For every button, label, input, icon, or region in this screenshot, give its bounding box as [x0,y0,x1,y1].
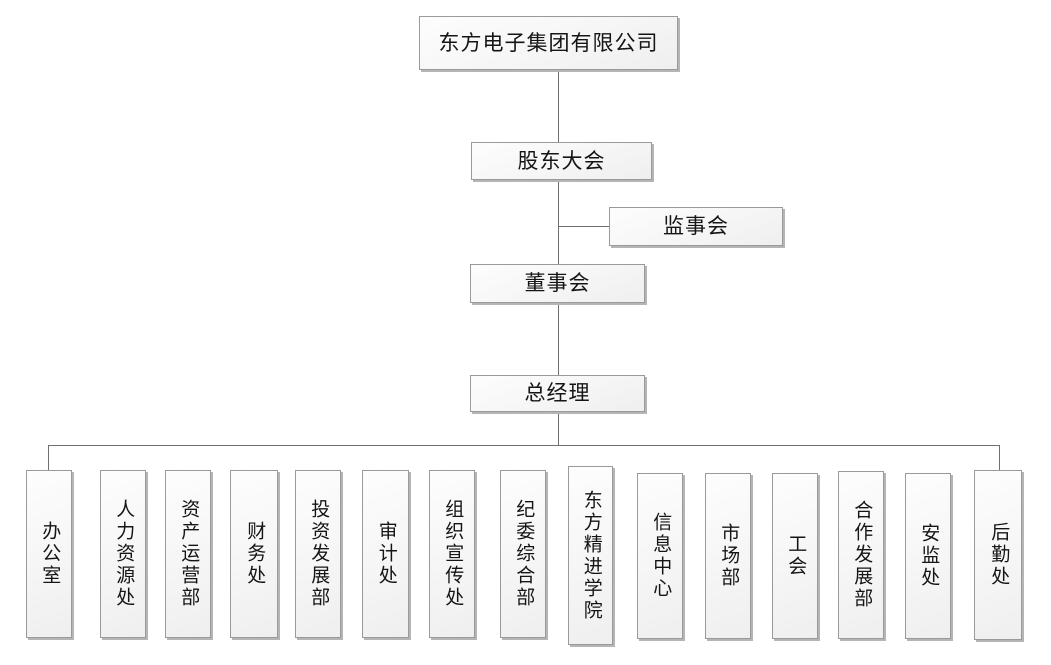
node-department-info-center[interactable]: 信息中心 [637,473,683,639]
department-bus-rail [48,445,1000,446]
node-board-of-directors[interactable]: 董事会 [470,264,645,303]
node-department-asset-ops[interactable]: 资产运营部 [165,470,211,638]
node-department-hr[interactable]: 人力资源处 [100,470,146,638]
node-department-org-publicity[interactable]: 组织宣传处 [429,470,475,638]
node-department-coop-dev[interactable]: 合作发展部 [838,471,884,639]
connector-spine-to-supervisors [558,226,609,227]
node-department-invest-dev[interactable]: 投资发展部 [295,470,341,638]
connector-gm-to-bus [558,412,559,445]
connector-bus-to-last-department [999,445,1000,470]
node-department-finance[interactable]: 财务处 [230,470,278,638]
connector-company-to-shareholders [558,70,559,142]
node-shareholders-meeting[interactable]: 股东大会 [471,142,652,180]
node-company[interactable]: 东方电子集团有限公司 [419,16,678,70]
node-department-discipline[interactable]: 纪委综合部 [500,470,546,638]
connector-shareholders-to-board [558,180,559,264]
node-general-manager[interactable]: 总经理 [470,375,645,412]
node-department-audit[interactable]: 审计处 [362,470,409,638]
node-board-of-supervisors[interactable]: 监事会 [609,207,783,246]
node-department-logistics[interactable]: 后勤处 [974,470,1022,640]
node-department-marketing[interactable]: 市场部 [705,473,751,639]
connector-board-to-gm [558,303,559,375]
node-department-academy[interactable]: 东方精进学院 [568,466,613,645]
node-department-union[interactable]: 工会 [772,473,818,639]
connector-bus-to-first-department [48,445,49,470]
node-department-safety[interactable]: 安监处 [905,473,951,639]
node-department-office[interactable]: 办公室 [26,470,72,638]
